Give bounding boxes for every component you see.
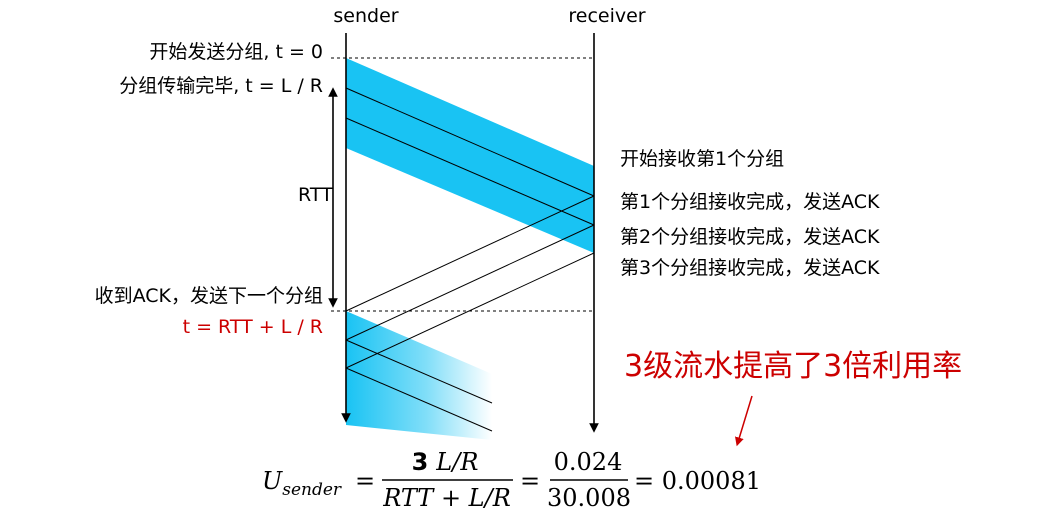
pkt2-done-label: 第2个分组接收完成，发送ACK: [620, 226, 880, 248]
transmit-done-label: 分组传输完毕, t = L / R: [119, 75, 323, 97]
receiver-label: receiver: [568, 5, 645, 27]
packet-band: [346, 58, 594, 253]
utilization-annotation: 3级流水提高了3倍利用率: [624, 349, 962, 384]
formula-num2: 0.024: [554, 448, 623, 476]
pkt1-done-label: 第1个分组接收完成，发送ACK: [620, 191, 880, 213]
packet-divider-1: [345, 87, 595, 197]
start-recv-label: 开始接收第1个分组: [620, 148, 784, 170]
start-send-label: 开始发送分组, t = 0: [149, 41, 323, 63]
annotation-arrow: [735, 395, 753, 447]
sender-label: sender: [333, 5, 398, 27]
formula-den2: 30.008: [547, 484, 631, 512]
formula-eq-2: =: [520, 467, 540, 495]
ack-line-2: [345, 224, 595, 341]
formula-eq-1: =: [355, 467, 375, 495]
next-packet-band: [346, 311, 492, 440]
formula-lhs: Usender: [262, 467, 342, 500]
next-packet-divider-2: [345, 367, 493, 432]
recv-ack-label: 收到ACK，发送下一个分组: [95, 285, 323, 307]
formula-den1: RTT + L/R: [382, 484, 511, 512]
pkt3-done-label: 第3个分组接收完成，发送ACK: [620, 257, 880, 279]
t-next-label: t = RTT + L / R: [183, 316, 323, 338]
packet-divider-2: [345, 117, 595, 226]
rtt-label: RTT: [298, 184, 333, 206]
ack-line-1: [345, 195, 595, 312]
formula-result: = 0.00081: [634, 467, 761, 495]
next-packet-divider-1: [345, 339, 493, 404]
